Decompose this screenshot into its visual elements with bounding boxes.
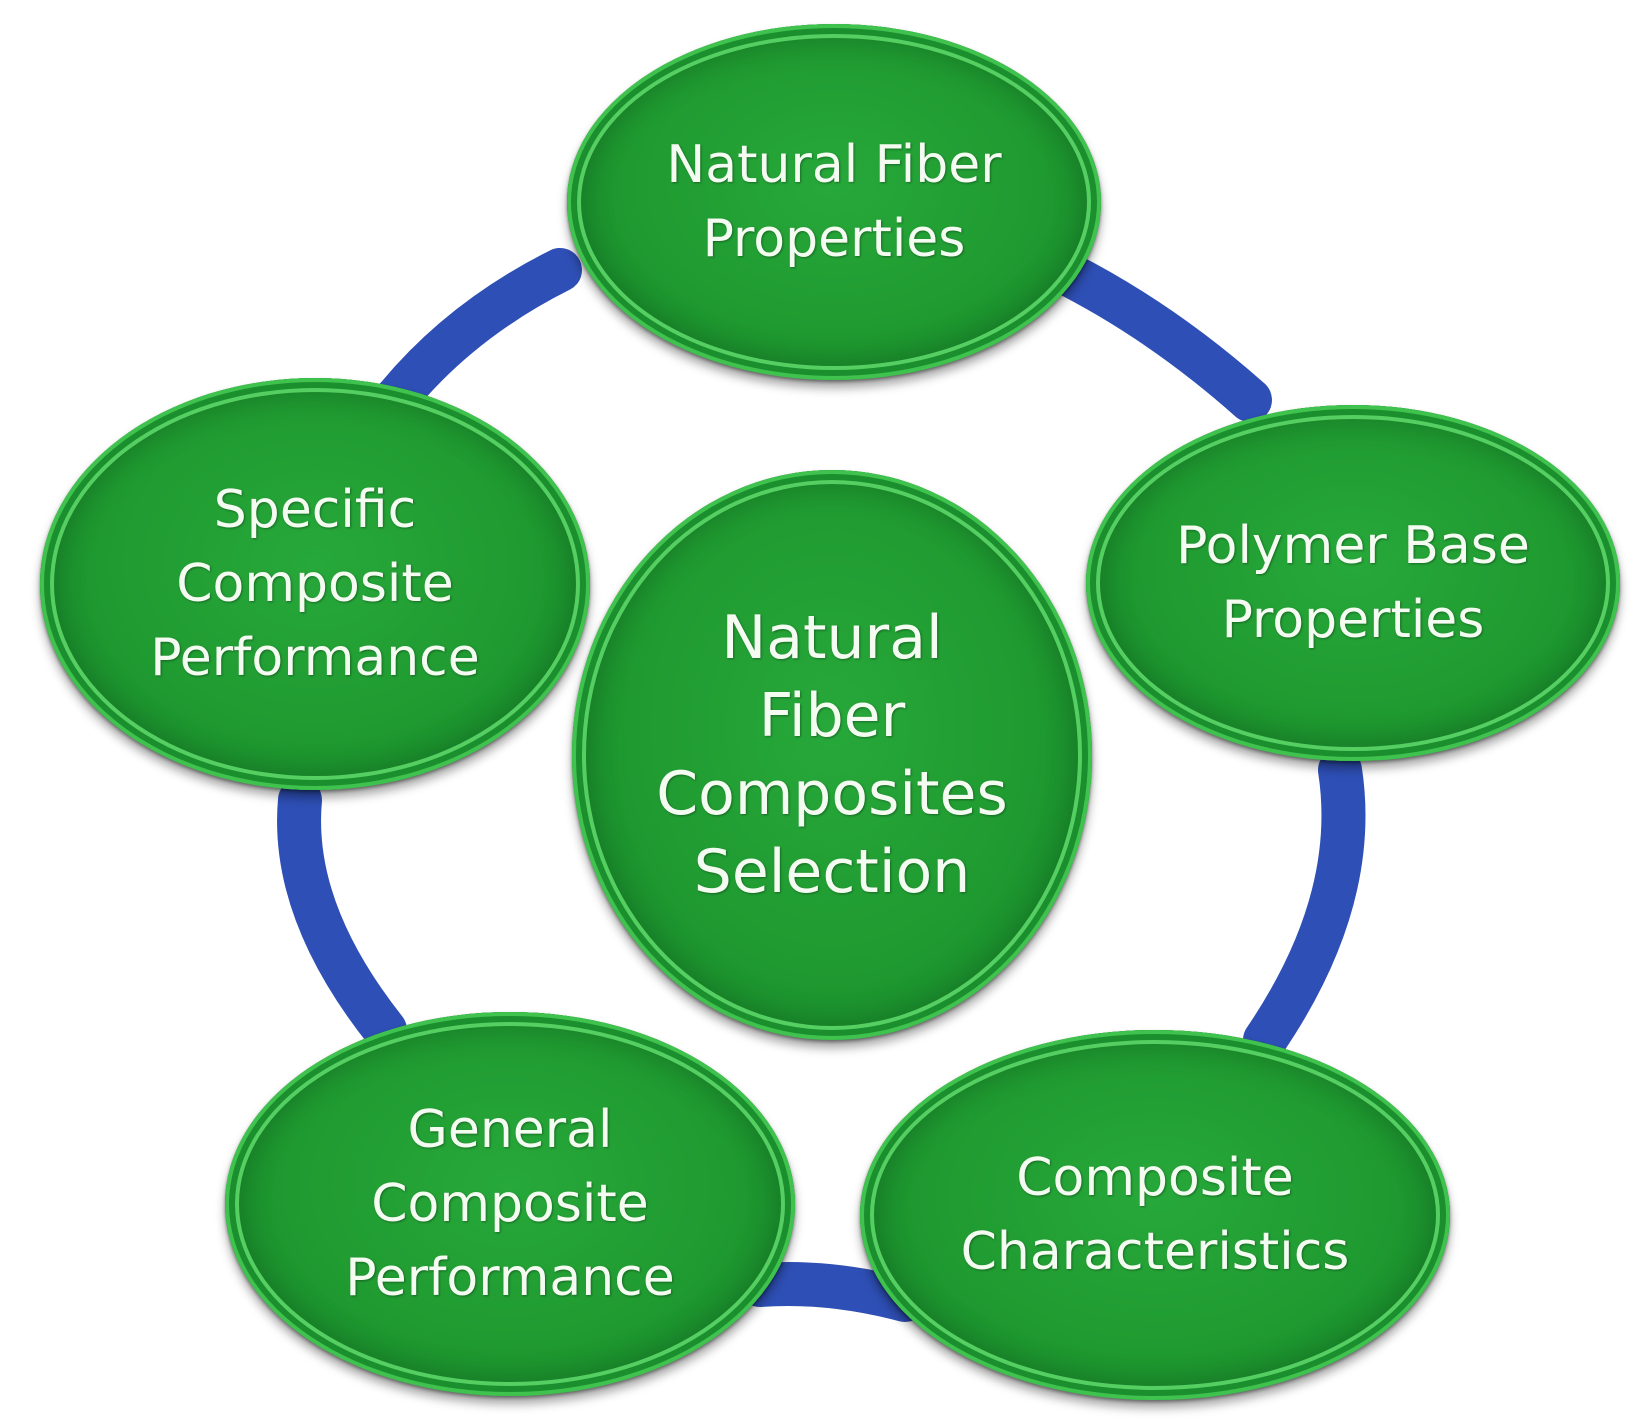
node-general-composite-performance-label: General Composite Performance	[345, 1100, 675, 1308]
node-specific-composite-performance: Specific Composite Performance	[40, 378, 590, 790]
node-natural-fiber-properties-label: Natural Fiber Properties	[666, 135, 1002, 269]
node-composite-characteristics-label: Composite Characteristics	[960, 1148, 1350, 1282]
node-composite-characteristics: Composite Characteristics	[860, 1030, 1450, 1400]
node-natural-fiber-composites-selection-label: Natural Fiber Composites Selection	[656, 603, 1008, 907]
node-polymer-base-properties: Polymer Base Properties	[1086, 405, 1620, 761]
ring-pentagon	[277, 248, 1366, 1322]
node-specific-composite-performance-label: Specific Composite Performance	[150, 480, 480, 688]
node-polymer-base-properties-label: Polymer Base Properties	[1176, 516, 1530, 650]
node-natural-fiber-properties: Natural Fiber Properties	[567, 24, 1101, 380]
node-general-composite-performance: General Composite Performance	[225, 1012, 795, 1396]
node-natural-fiber-composites-selection: Natural Fiber Composites Selection	[572, 470, 1092, 1040]
